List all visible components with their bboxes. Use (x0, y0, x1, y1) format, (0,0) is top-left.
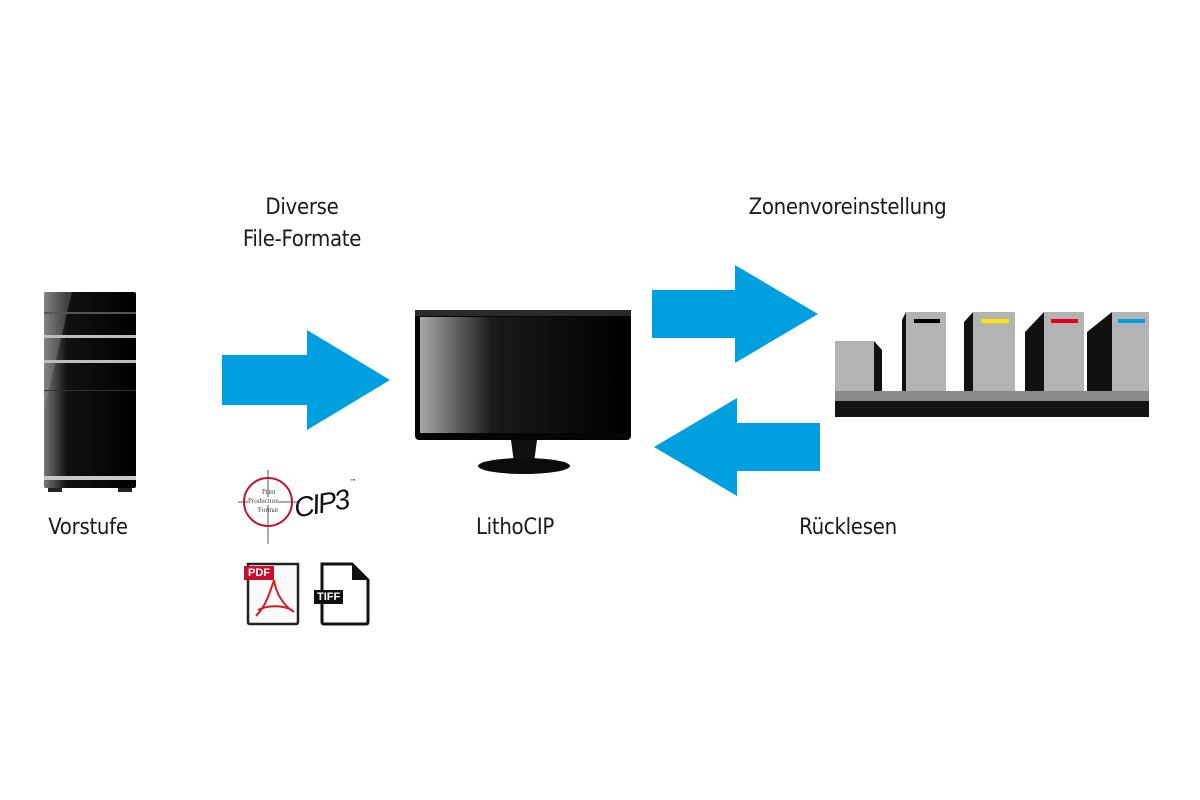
cip3-trademark: ™ (350, 478, 357, 486)
pdf-file-icon: PDF (244, 562, 302, 626)
ink-cyan-bar (1118, 319, 1145, 323)
ink-magenta-bar (1051, 319, 1078, 323)
formats-arrow (222, 330, 392, 430)
readback-label: Rücklesen (799, 515, 897, 540)
presetting-label: Zonenvoreinstellung (748, 195, 947, 220)
formats-label: Diverse File-Formate (222, 192, 382, 256)
pdf-badge: PDF (244, 566, 274, 580)
ink-yellow-bar (981, 319, 1009, 323)
formats-label-line2: File-Formate (242, 227, 362, 252)
monitor-icon (413, 308, 635, 478)
arrow-left-shape (654, 398, 820, 496)
arrow-right-shape (652, 265, 818, 363)
printing-press-icon (833, 310, 1151, 420)
pc-tower-icon (42, 290, 138, 495)
tiff-file-icon: TIFF (314, 562, 372, 626)
ink-black-bar (914, 319, 940, 323)
readback-arrow (652, 398, 822, 496)
cip3-text-print: Print (262, 488, 276, 496)
cip3-logo: Print Production Format CIP3 ™ (238, 468, 362, 548)
formats-label-line1: Diverse (265, 195, 339, 220)
cip3-text-production: Production (248, 497, 279, 505)
prepress-label: Vorstufe (48, 515, 128, 540)
tiff-badge: TIFF (314, 590, 344, 604)
cip3-text-format: Format (258, 506, 279, 514)
arrow-right-shape (222, 330, 390, 430)
presetting-arrow (652, 265, 822, 363)
lithocip-label: LithoCIP (475, 515, 555, 540)
